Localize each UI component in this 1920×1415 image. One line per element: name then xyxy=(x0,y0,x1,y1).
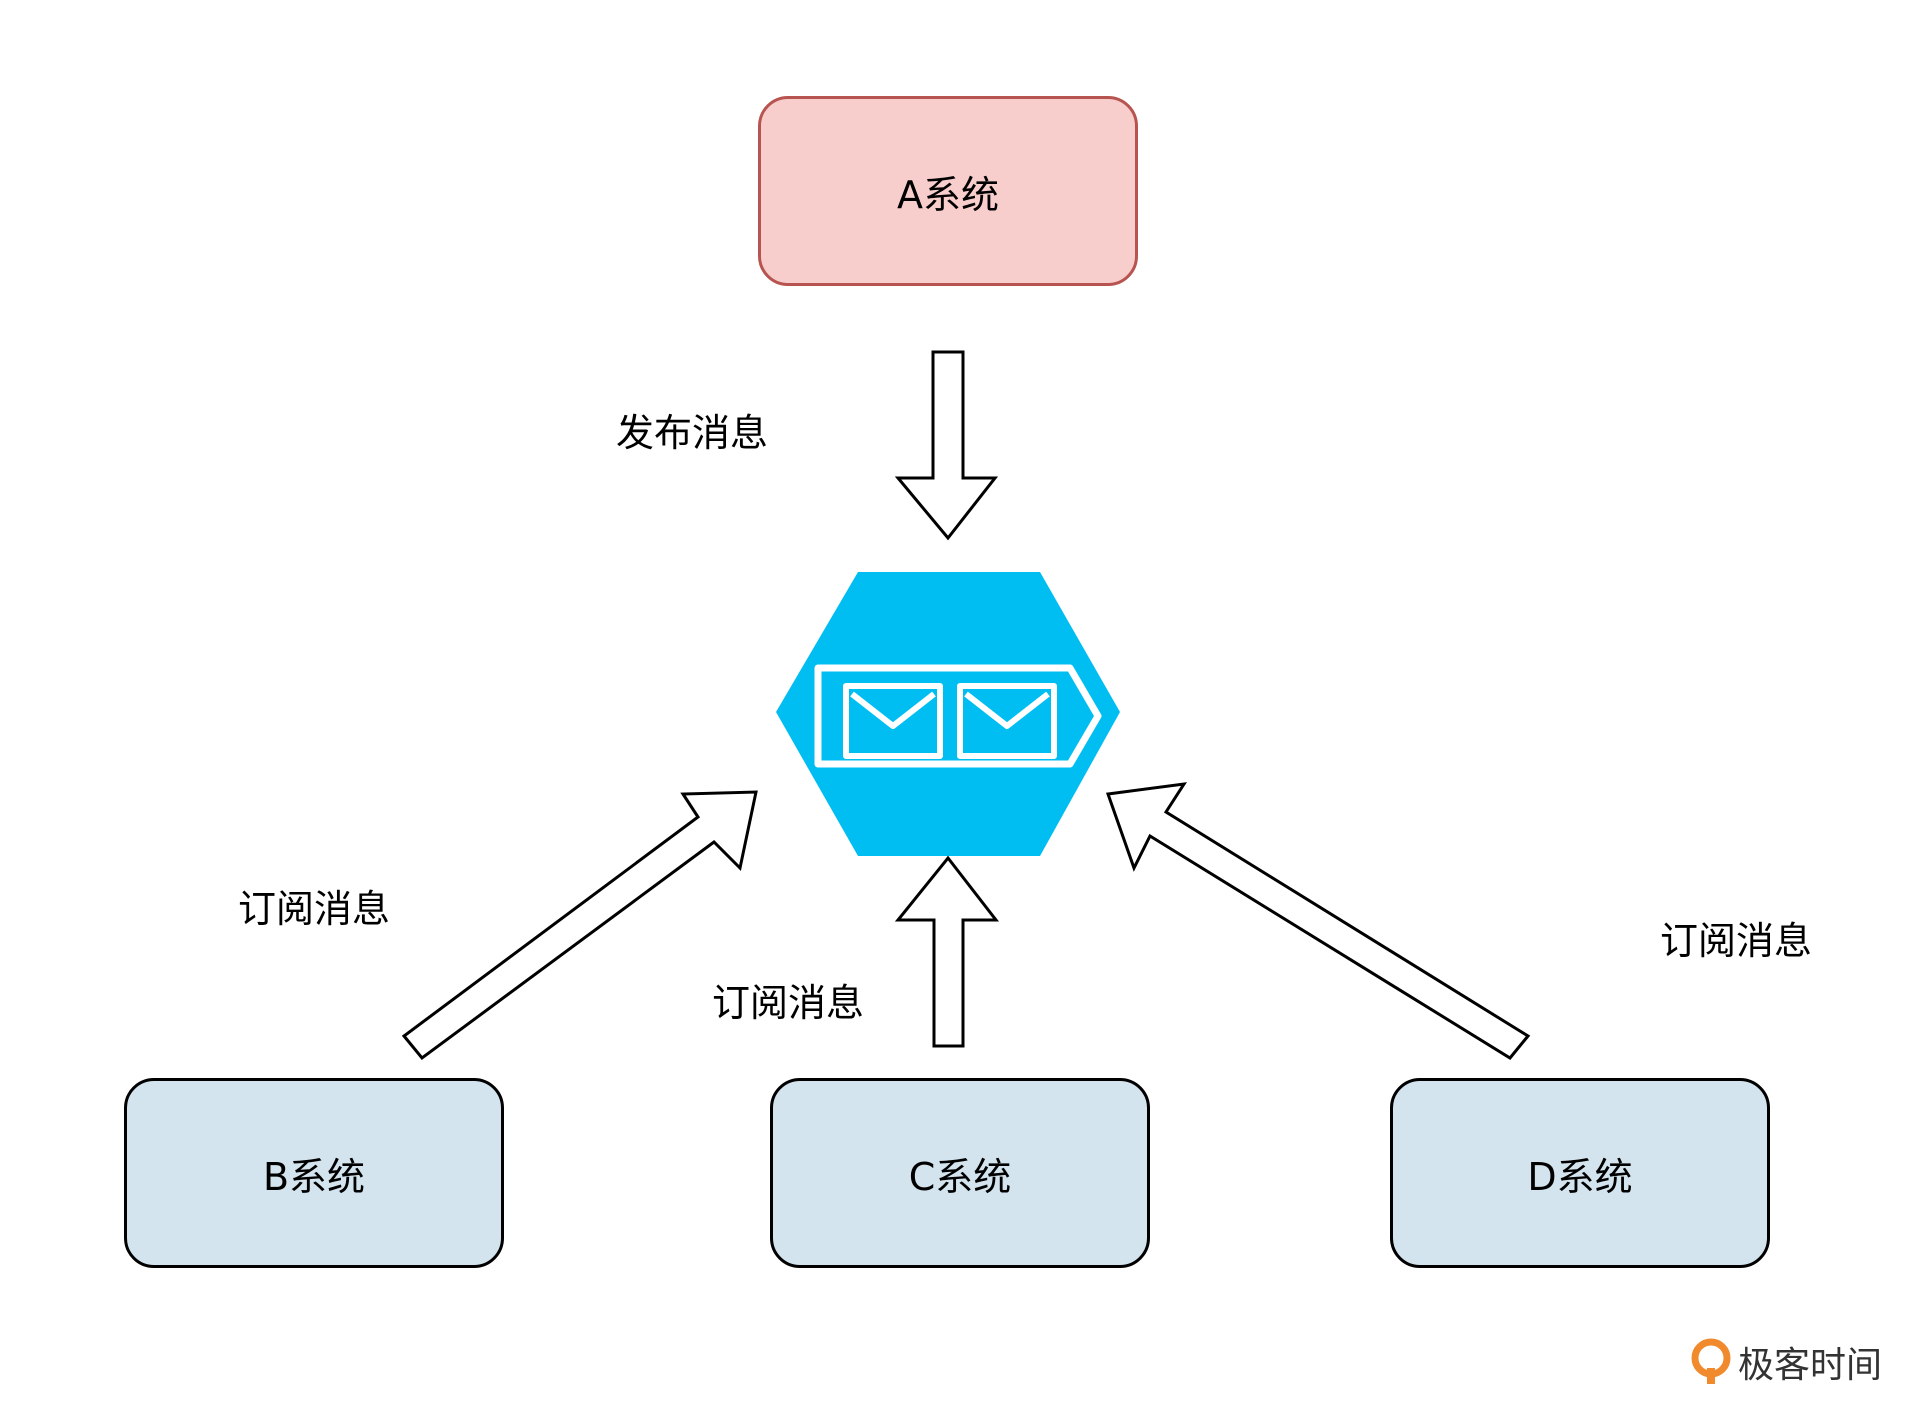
subscribe-arrow-c xyxy=(894,855,1000,1048)
system-d-box: D系统 xyxy=(1390,1078,1770,1268)
hub-hexagon xyxy=(776,572,1120,856)
message-queue-icon xyxy=(814,664,1102,768)
brand-name: 极客时间 xyxy=(1738,1345,1883,1386)
system-a-box: A系统 xyxy=(758,96,1138,286)
subscribe-arrow-b xyxy=(401,790,758,1061)
system-a-label: A系统 xyxy=(897,172,999,217)
publish-message-label: 发布消息 xyxy=(616,411,769,455)
brand-logo-icon xyxy=(1691,1338,1731,1384)
subscribe-arrow-d xyxy=(1105,782,1531,1060)
subscribe-message-label-c: 订阅消息 xyxy=(712,981,865,1025)
system-b-box: B系统 xyxy=(124,1078,504,1268)
system-c-box: C系统 xyxy=(770,1078,1150,1268)
subscribe-message-label-d: 订阅消息 xyxy=(1660,919,1813,963)
message-queue-hub xyxy=(776,572,1120,856)
subscribe-message-label-b: 订阅消息 xyxy=(238,887,391,931)
system-c-label: C系统 xyxy=(908,1154,1012,1199)
system-d-label: D系统 xyxy=(1527,1154,1633,1199)
publish-arrow xyxy=(894,350,999,541)
system-b-label: B系统 xyxy=(262,1154,366,1199)
brand-watermark: 极客时间 xyxy=(1690,1336,1882,1388)
